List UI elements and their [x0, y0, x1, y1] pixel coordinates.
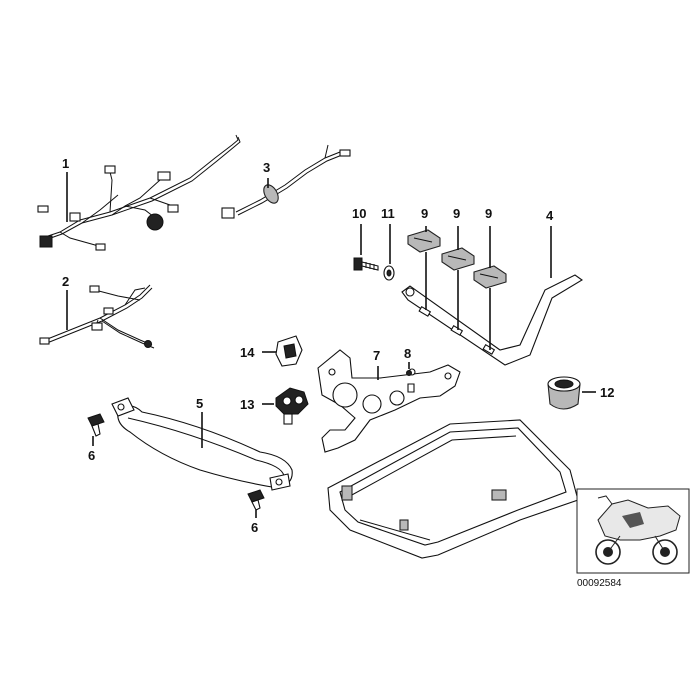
bracket-4: 4	[401, 208, 584, 366]
clip-9c: 9	[473, 206, 507, 350]
callout-13: 13	[240, 397, 254, 412]
handle-5: 5	[111, 396, 293, 491]
holder-13: 13	[240, 387, 309, 425]
washer-11: 11	[381, 206, 395, 281]
clip-14: 14	[240, 335, 303, 367]
callout-4: 4	[546, 208, 554, 223]
screw-8: 8	[404, 346, 412, 376]
callout-12: 12	[600, 385, 614, 400]
callout-9b: 9	[453, 206, 460, 221]
callout-8: 8	[404, 346, 411, 361]
callout-14: 14	[240, 345, 255, 360]
grommet-12: 12	[547, 376, 614, 410]
clip-9b: 9	[441, 206, 475, 330]
bolt-10: 10	[352, 206, 379, 271]
clip-9a: 9	[407, 206, 441, 310]
callout-3: 3	[263, 160, 270, 175]
callout-2: 2	[62, 274, 69, 289]
motorcycle-thumbnail	[576, 488, 690, 574]
reference-number: 00092584	[577, 578, 622, 589]
callout-5: 5	[196, 396, 203, 411]
callout-9c: 9	[485, 206, 492, 221]
callout-11: 11	[381, 206, 395, 221]
cable-3: 3	[221, 144, 351, 219]
callout-6b: 6	[251, 520, 258, 535]
tray	[327, 419, 579, 559]
callout-10: 10	[352, 206, 366, 221]
wiring-harness-2: 2	[39, 274, 155, 349]
callout-9a: 9	[421, 206, 428, 221]
callout-1: 1	[62, 156, 69, 171]
bolt-6b: 6	[247, 489, 265, 535]
wiring-harness-1: 1	[37, 134, 241, 251]
bolt-6a: 6	[87, 413, 105, 463]
callout-7: 7	[373, 348, 380, 363]
bracket-7: 7	[317, 348, 461, 453]
callout-6a: 6	[88, 448, 95, 463]
